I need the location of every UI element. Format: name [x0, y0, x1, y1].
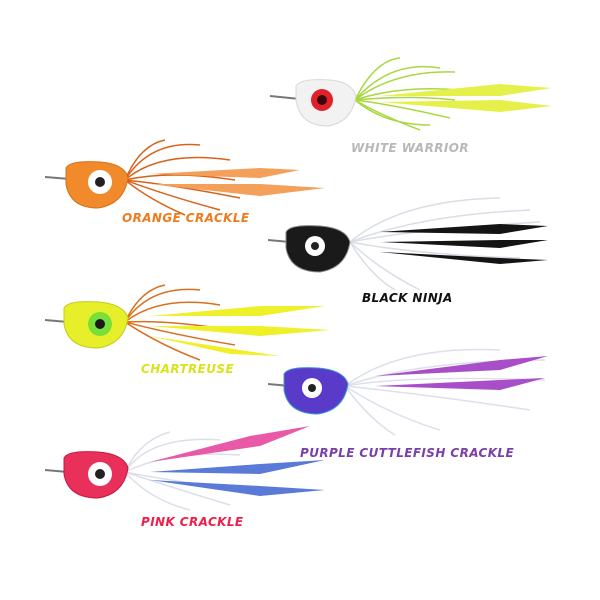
- lure-name-white-warrior: WHITE WARRIOR: [351, 141, 469, 155]
- lure-name-orange-crackle: ORANGE CRACKLE: [122, 211, 250, 225]
- lure-name-purple-cuttlefish-crackle: PURPLE CUTTLEFISH CRACKLE: [300, 446, 515, 460]
- lure-name-black-ninja: BLACK NINJA: [362, 291, 453, 305]
- lure-name-pink-crackle: PINK CRACKLE: [141, 515, 244, 529]
- lure-name-chartreuse: CHARTREUSE: [141, 362, 235, 376]
